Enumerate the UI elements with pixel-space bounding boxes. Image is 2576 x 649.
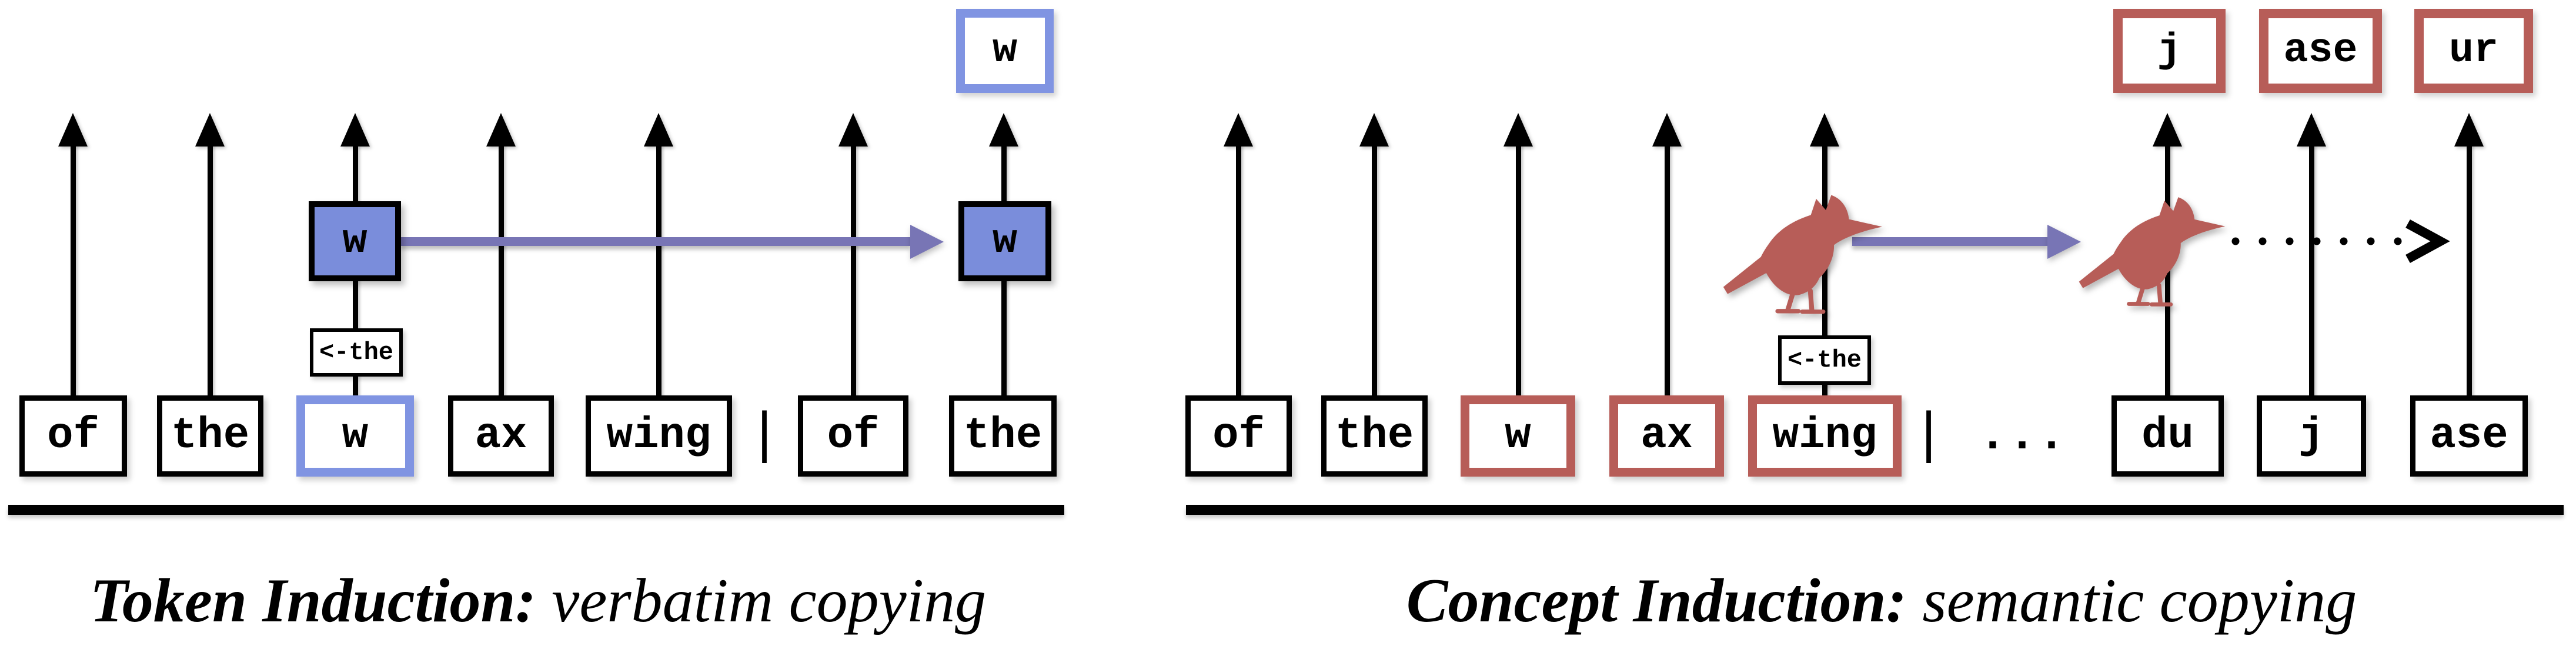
arrow-up-icon [2454,113,2484,147]
copy-arrow-head-icon [2047,225,2081,259]
stream-line [2467,145,2472,397]
token-box: du [2111,395,2224,477]
token-label: of [1212,411,1265,461]
arrow-up-icon [195,113,225,147]
token-box-concept: wing [1748,395,1902,477]
stream-line [1516,145,1521,397]
panel-rule [1186,505,2564,515]
hidden-state-box-source: w [309,201,401,281]
arrow-up-icon [1652,113,1682,147]
token-box: j [2257,395,2366,477]
token-box: ase [2410,395,2528,477]
arrow-up-icon [2153,113,2182,147]
caption-title: Token Induction: [89,566,536,635]
token-label: ase [2430,411,2508,461]
token-box: the [157,395,263,477]
token-label: the [171,411,250,461]
prev-token-label: <-the [310,328,403,377]
token-box: wing [586,395,732,477]
dotted-arrow [2231,219,2450,264]
token-label: j [2298,411,2325,461]
stream-line [656,145,661,397]
token-box: of [798,395,908,477]
cardinal-bird-icon [1723,195,1883,314]
cardinal-bird-icon [2079,197,2226,307]
sequence-separator: | [1912,404,1946,468]
sequence-separator: | [747,404,781,468]
token-label: du [2141,411,2194,461]
token-label: ax [475,411,527,461]
prev-token-label: <-the [1778,335,1871,385]
token-box-concept: ax [1609,395,1724,477]
predicted-token-box: ur [2414,9,2533,93]
copy-arrow-head-icon [910,225,944,259]
token-label: wing [1772,411,1877,461]
token-box: of [19,395,127,477]
token-box: ax [448,395,554,477]
predicted-token-box: ase [2259,9,2382,93]
copy-arrow [401,237,910,246]
stream-line [71,145,76,397]
arrow-up-icon [340,113,370,147]
arrow-up-icon [644,113,673,147]
stream-line [1372,145,1377,397]
predicted-token-box: w [956,9,1054,93]
arrow-up-icon [1224,113,1253,147]
stream-line [2309,145,2314,397]
panel-caption: Concept Induction: semantic copying [1370,566,2393,635]
token-label: the [963,411,1043,461]
hidden-state-box-target: w [958,201,1051,281]
token-box-concept: w [1461,395,1575,477]
copy-arrow [1852,237,2047,246]
token-label: ax [1641,411,1693,461]
token-label: w [1505,411,1531,461]
arrow-up-icon [989,113,1018,147]
predicted-token-box: j [2113,9,2226,93]
stream-line [1236,145,1241,397]
stream-line [208,145,213,397]
arrow-up-icon [486,113,516,147]
stream-line [851,145,856,397]
token-label: of [827,411,880,461]
arrow-up-icon [1359,113,1389,147]
stream-line [1665,145,1670,397]
token-box-highlight-source: w [296,395,414,477]
ellipsis: ... [1978,409,2067,463]
token-label: the [1335,411,1414,461]
token-label: w [342,411,369,461]
token-box: the [1321,395,1428,477]
panel-caption: Token Induction: verbatim copying [56,566,1020,635]
arrow-up-icon [838,113,868,147]
token-label: wing [606,411,711,461]
arrow-up-icon [2297,113,2326,147]
caption-title: Concept Induction: [1406,566,1907,635]
arrow-up-icon [58,113,88,147]
arrow-up-icon [1503,113,1533,147]
caption-subtitle: semantic copying [1922,566,2357,635]
arrow-up-icon [1810,113,1839,147]
token-label: of [47,411,99,461]
stream-line [499,145,504,397]
caption-subtitle: verbatim copying [552,566,987,635]
token-box: of [1185,395,1292,477]
token-box: the [949,395,1057,477]
panel-rule [8,505,1064,515]
